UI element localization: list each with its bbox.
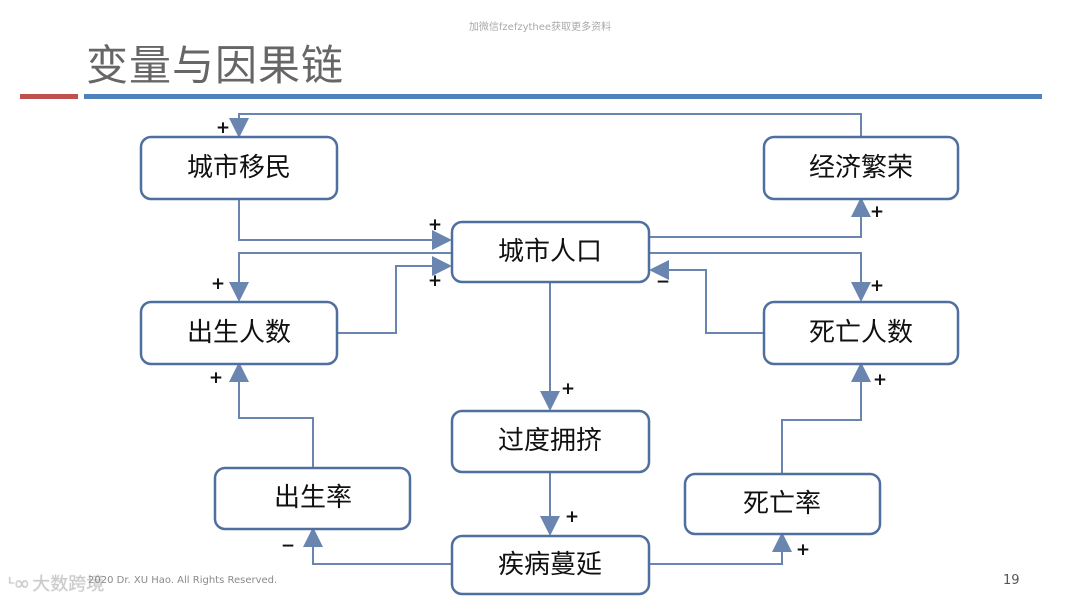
edge-birth-rate-to-births <box>229 362 314 468</box>
edge-sign-death-rate-to-deaths: + <box>873 370 887 390</box>
edge-sign-migration-to-population: + <box>428 215 442 235</box>
page-title: 变量与因果链 <box>86 41 345 90</box>
node-label: 出生人数 <box>187 318 291 348</box>
wechat-note: 加微信fzefzythee获取更多资料 <box>468 22 612 33</box>
edge-sign-disease-to-death-rate: + <box>796 540 810 560</box>
footer-copyright: 2020 Dr. XU Hao. All Rights Reserved. <box>88 575 278 586</box>
page-number: 19 <box>1003 573 1020 588</box>
node-death-rate: 死亡率 <box>683 472 882 536</box>
wechat-logo-icon: ᶫ∞ <box>8 571 30 595</box>
edge-deaths-to-population <box>649 260 764 334</box>
node-label: 死亡率 <box>743 489 821 519</box>
edge-sign-birth-rate-to-births: + <box>209 368 223 388</box>
node-urban-population: 城市人口 <box>450 220 651 284</box>
edge-sign-population-to-deaths: + <box>870 276 884 296</box>
node-disease-spread: 疾病蔓延 <box>450 534 651 596</box>
edge-population-to-prosperity <box>649 197 871 238</box>
edge-prosperity-to-migration <box>229 113 862 138</box>
watermark-text: 大数跨境 <box>32 574 105 595</box>
edge-births-to-population <box>337 256 452 334</box>
edge-sign-disease-to-birth-rate: − <box>281 536 295 556</box>
edge-sign-prosperity-to-migration: + <box>216 118 230 138</box>
node-urban-migration: 城市移民 <box>139 135 339 201</box>
node-overcrowding: 过度拥挤 <box>450 409 651 474</box>
edge-sign-population-to-births: + <box>211 274 225 294</box>
title-rule-red <box>20 94 78 99</box>
node-label: 经济繁荣 <box>809 153 913 183</box>
node-birth-rate: 出生率 <box>213 466 412 531</box>
edge-death-rate-to-deaths <box>781 362 871 474</box>
watermark: ᶫ∞ 大数跨境 <box>8 570 104 596</box>
edge-sign-population-to-prosperity: + <box>870 202 884 222</box>
node-label: 疾病蔓延 <box>498 550 602 580</box>
edge-population-to-births <box>229 252 452 302</box>
node-label: 城市移民 <box>187 153 291 183</box>
title-rule-blue <box>84 94 1042 99</box>
node-label: 死亡人数 <box>809 318 913 348</box>
edge-sign-deaths-to-population: − <box>656 272 670 292</box>
node-label: 出生率 <box>274 483 352 513</box>
node-deaths: 死亡人数 <box>762 300 960 366</box>
edge-migration-to-population <box>238 199 452 250</box>
edge-sign-overcrowding-to-disease: + <box>565 507 579 527</box>
edge-disease-to-birth-rate <box>303 527 452 565</box>
edge-sign-births-to-population: + <box>428 271 442 291</box>
node-label: 城市人口 <box>498 237 602 267</box>
node-economic-prosperity: 经济繁荣 <box>762 135 960 201</box>
edge-disease-to-death-rate <box>649 532 792 565</box>
node-label: 过度拥挤 <box>498 426 602 456</box>
node-births: 出生人数 <box>139 300 339 366</box>
edge-sign-population-to-overcrowding: + <box>561 379 575 399</box>
edge-population-to-deaths <box>649 252 871 302</box>
